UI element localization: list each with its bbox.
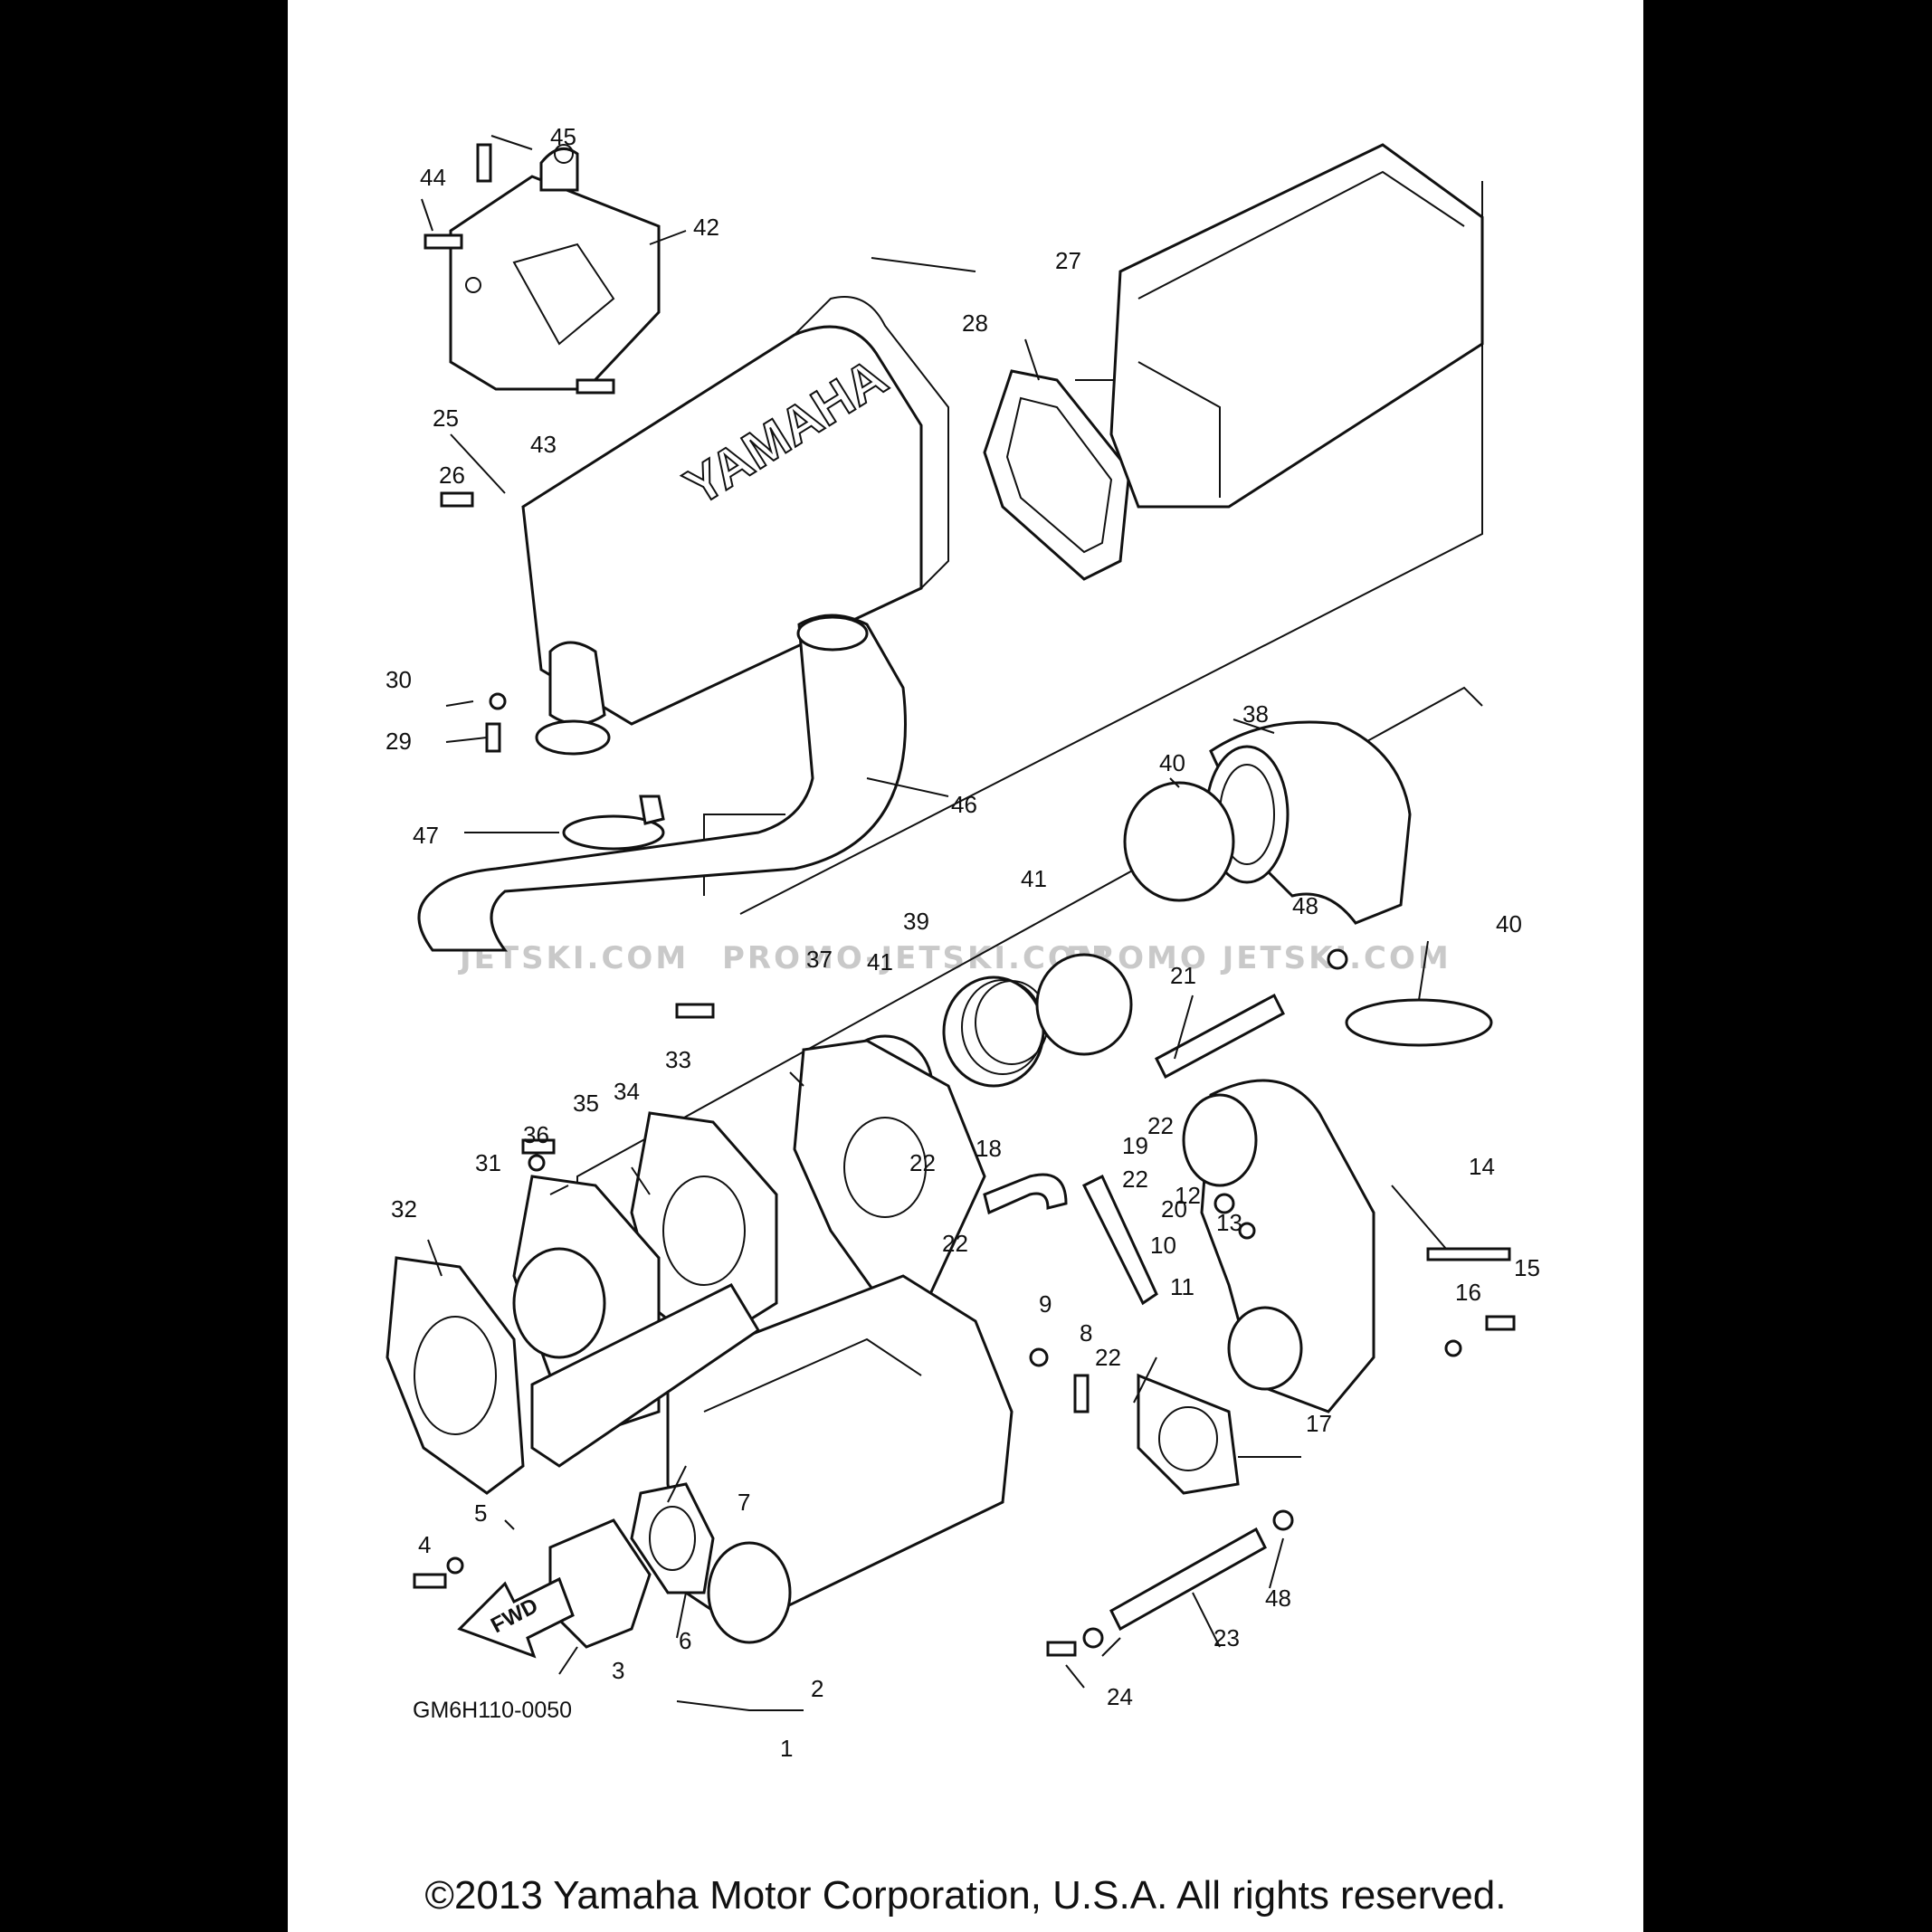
part-27-air-box: [1109, 143, 1484, 509]
callout-34: 34: [614, 1078, 640, 1105]
callout-8: 8: [1080, 1319, 1092, 1347]
callout-1: 1: [780, 1735, 793, 1762]
part-10-elbow: [1182, 1079, 1375, 1413]
hoses: [983, 993, 1285, 1632]
callout-48-a: 48: [1292, 892, 1318, 919]
callout-22-a: 22: [1147, 1112, 1174, 1139]
callout-41-b: 41: [867, 948, 893, 976]
callout-36: 36: [523, 1121, 549, 1148]
callout-44: 44: [420, 164, 446, 191]
part-40-clamps: [1123, 781, 1493, 1047]
callout-5: 5: [474, 1499, 487, 1527]
callout-19: 19: [1122, 1132, 1148, 1159]
callout-18: 18: [976, 1135, 1002, 1162]
callout-38: 38: [1242, 700, 1269, 728]
callout-29: 29: [385, 728, 412, 755]
callout-12: 12: [1175, 1182, 1201, 1209]
callout-13: 13: [1216, 1209, 1242, 1236]
callout-26: 26: [439, 462, 465, 489]
callout-14: 14: [1469, 1153, 1495, 1180]
part-42-bracket: [449, 144, 661, 391]
callout-21: 21: [1170, 962, 1196, 989]
callout-41-a: 41: [1021, 865, 1047, 892]
callout-17: 17: [1306, 1410, 1332, 1437]
callout-20: 20: [1161, 1195, 1187, 1223]
callout-31: 31: [475, 1149, 501, 1176]
callout-15: 15: [1514, 1254, 1540, 1281]
callout-35: 35: [573, 1090, 599, 1117]
part-28-gasket: [983, 369, 1131, 581]
callout-11: 11: [1170, 1273, 1194, 1300]
part-6-gasket: [630, 1482, 715, 1594]
callouts: 1 2 3 4 5 6 7 8 9 10 11 12 13 14 15 16 1…: [385, 123, 1540, 1762]
callout-30: 30: [385, 666, 412, 693]
callout-6: 6: [679, 1627, 691, 1654]
callout-25: 25: [433, 404, 459, 432]
part-17-gasket: [1137, 1373, 1240, 1495]
callout-leaders: [421, 135, 1447, 1711]
diagram-code-label: GM6H110-0050: [413, 1698, 573, 1723]
callout-48-b: 48: [1265, 1585, 1291, 1612]
callout-10: 10: [1150, 1232, 1176, 1259]
copyright-notice: ©2013 Yamaha Motor Corporation, U.S.A. A…: [424, 1873, 1507, 1918]
callout-22-c: 22: [1122, 1166, 1148, 1193]
callout-24: 24: [1107, 1683, 1133, 1710]
callout-46: 46: [951, 791, 977, 818]
watermark: JETSKI.COM PROMO-JETSKI.COM PROMO JETSKI…: [458, 940, 1451, 976]
callout-4: 4: [418, 1531, 431, 1558]
callout-37: 37: [806, 946, 833, 973]
callout-27: 27: [1055, 247, 1081, 274]
callout-33: 33: [665, 1046, 691, 1073]
callout-43: 43: [530, 431, 557, 458]
watermark-text-2: PROMO-JETSKI.COM: [722, 940, 1110, 976]
callout-23: 23: [1213, 1624, 1240, 1651]
callout-22-e: 22: [1095, 1344, 1121, 1371]
part-46-hose: [417, 614, 907, 952]
exploded-parts-diagram: JETSKI.COM PROMO-JETSKI.COM PROMO JETSKI…: [385, 123, 1540, 1762]
callout-2: 2: [811, 1675, 823, 1702]
callout-22-d: 22: [942, 1230, 968, 1257]
callout-47: 47: [413, 822, 439, 849]
callout-45: 45: [550, 123, 576, 150]
part-7-gasket: [530, 1283, 761, 1468]
part-47-clamp: [562, 795, 665, 851]
watermark-text-3: PROMO JETSKI.COM: [1066, 940, 1451, 976]
callout-42: 42: [693, 214, 719, 241]
callout-9: 9: [1039, 1290, 1052, 1318]
parts-diagram-sheet: JETSKI.COM PROMO-JETSKI.COM PROMO JETSKI…: [288, 0, 1643, 1932]
part-32-gasket: [385, 1256, 525, 1495]
callout-16: 16: [1455, 1279, 1481, 1306]
callout-22-b: 22: [909, 1149, 936, 1176]
callout-39: 39: [903, 908, 929, 935]
callout-3: 3: [612, 1657, 624, 1684]
fwd-arrow: FWD: [457, 1576, 575, 1659]
callout-7: 7: [738, 1489, 750, 1516]
callout-40-b: 40: [1496, 910, 1522, 937]
callout-28: 28: [962, 309, 988, 337]
callout-32: 32: [391, 1195, 417, 1223]
callout-40-a: 40: [1159, 749, 1185, 776]
